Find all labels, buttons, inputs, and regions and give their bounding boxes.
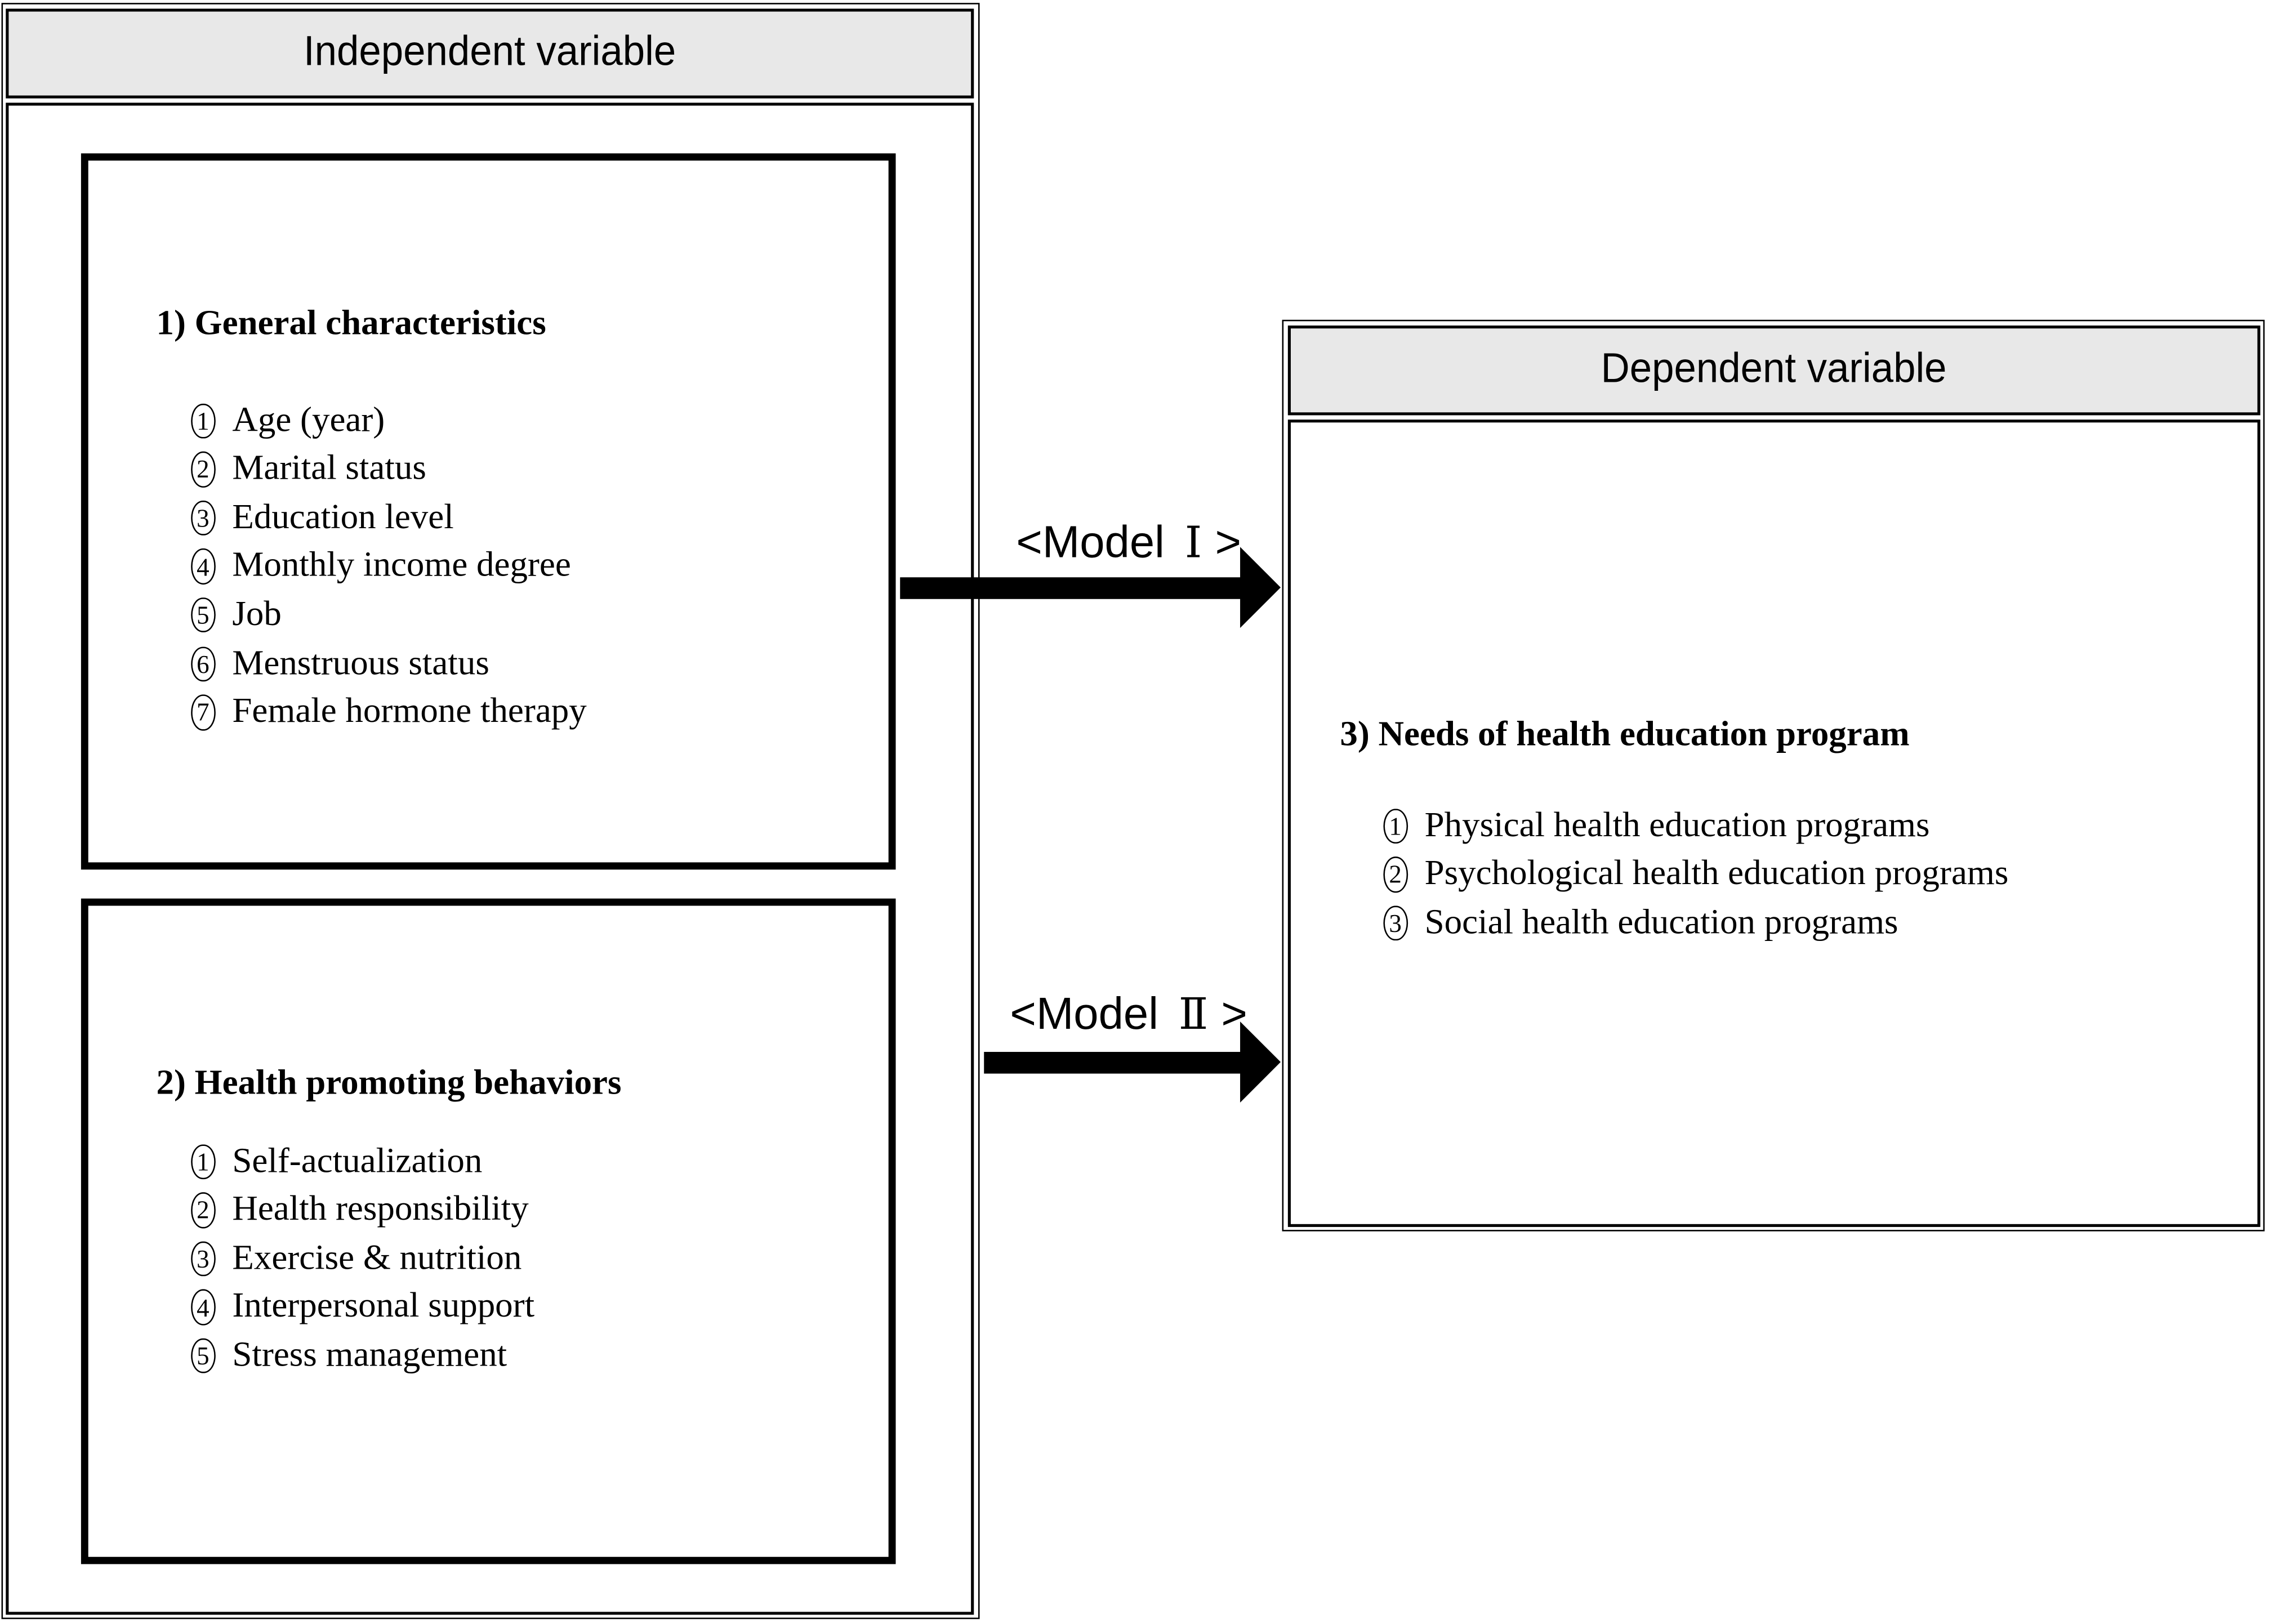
item-label: Psychological health education programs	[1424, 854, 2009, 893]
list-item: 3 Social health education programs	[1383, 899, 2008, 947]
general-characteristics-title: 1) General characteristics	[156, 304, 546, 343]
item-label: Interpersonal support	[232, 1287, 535, 1326]
circled-number: 7	[191, 694, 215, 730]
item-label: Self-actualization	[232, 1141, 483, 1180]
circled-number: 3	[191, 500, 215, 536]
model-2-arrow-head-icon	[1240, 1021, 1281, 1103]
model-2-label-prefix: <Model	[1010, 988, 1158, 1039]
list-item: 1 Self-actualization	[191, 1137, 534, 1186]
needs-of-health-education-title: 3) Needs of health education program	[1340, 715, 1910, 754]
item-label: Monthly income degree	[232, 546, 571, 585]
circled-number: 2	[191, 452, 215, 487]
circled-number: 4	[191, 1290, 215, 1326]
circled-number: 2	[1383, 856, 1407, 893]
list-item: 2 Marital status	[191, 445, 587, 493]
model-1-label-suffix: >	[1215, 516, 1241, 568]
health-promoting-behaviors-list: 1 Self-actualization 2 Health responsibilit…	[191, 1137, 534, 1381]
list-item: 7 Female hormone therapy	[191, 688, 587, 737]
circled-number: 6	[191, 646, 215, 682]
model-1-arrow-head-icon	[1240, 547, 1281, 628]
list-item: 2 Psychological health education programs	[1383, 850, 2008, 899]
item-label: Health responsibility	[232, 1189, 529, 1229]
item-label: Physical health education programs	[1424, 805, 1930, 845]
item-label: Stress management	[232, 1335, 507, 1375]
model-2-label-numeral: Ⅱ	[1178, 991, 1209, 1039]
item-label: Social health education programs	[1424, 902, 1898, 942]
circled-number: 5	[191, 1338, 215, 1374]
needs-of-health-education-section: 3) Needs of health education program 1 Ph…	[1288, 418, 2258, 1223]
circled-number: 5	[191, 597, 215, 633]
list-item: 5 Stress management	[191, 1332, 534, 1380]
dependent-variable-header: Dependent variable	[1287, 324, 2260, 415]
needs-of-health-education-list: 1 Physical health education programs 2 Psyc…	[1383, 802, 2008, 948]
list-item: 1 Age (year)	[191, 396, 587, 445]
item-label: Education level	[232, 497, 454, 537]
model-1-label-prefix: <Model	[1016, 516, 1165, 568]
independent-variable-header: Independent variable	[6, 8, 974, 98]
item-label: Age (year)	[232, 400, 385, 439]
model-2-arrow-shaft	[984, 1052, 1242, 1073]
item-label: Female hormone therapy	[232, 691, 587, 731]
list-item: 1 Physical health education programs	[1383, 802, 2008, 850]
list-item: 3 Exercise & nutrition	[191, 1234, 534, 1283]
circled-number: 4	[191, 548, 215, 585]
model-1-arrow-shaft	[900, 577, 1242, 599]
health-promoting-behaviors-title: 2) Health promoting behaviors	[156, 1063, 622, 1103]
dependent-variable-body	[1287, 418, 2260, 1226]
general-characteristics-list: 1 Age (year) 2 Marital status 3 Education lev…	[191, 396, 587, 737]
health-promoting-behaviors-box: 2) Health promoting behaviors 1 Self-actu…	[81, 898, 896, 1564]
circled-number: 1	[191, 403, 215, 439]
item-label: Exercise & nutrition	[232, 1238, 522, 1278]
item-label: Job	[232, 594, 282, 634]
circled-number: 3	[191, 1241, 215, 1277]
item-label: Marital status	[232, 448, 426, 488]
list-item: 3 Education level	[191, 494, 587, 542]
circled-number: 2	[191, 1192, 215, 1228]
list-item: 4 Interpersonal support	[191, 1283, 534, 1332]
list-item: 6 Menstruous status	[191, 640, 587, 688]
independent-variable-header-label: Independent variable	[304, 29, 676, 75]
model-1-label-numeral: Ⅰ	[1184, 519, 1202, 568]
circled-number: 1	[1383, 808, 1407, 844]
circled-number: 3	[1383, 905, 1407, 941]
circled-number: 1	[191, 1144, 215, 1180]
list-item: 5 Job	[191, 591, 587, 639]
dependent-variable-header-label: Dependent variable	[1600, 346, 1946, 392]
item-label: Menstruous status	[232, 643, 489, 682]
list-item: 4 Monthly income degree	[191, 542, 587, 591]
list-item: 2 Health responsibility	[191, 1186, 534, 1234]
dependent-variable-panel: Dependent variable	[1282, 319, 2265, 1232]
model-1-label: <Model Ⅰ >	[933, 516, 1324, 569]
